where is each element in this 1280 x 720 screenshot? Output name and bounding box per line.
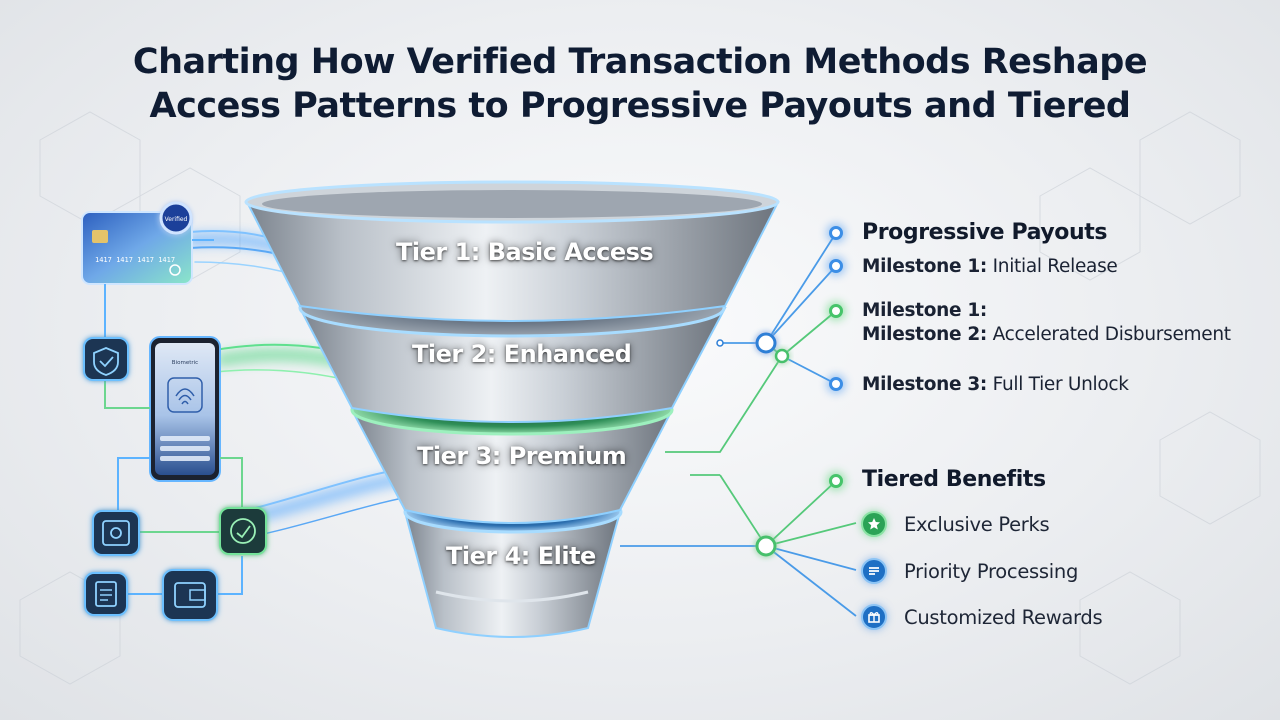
page-title: Charting How Verified Transaction Method…: [0, 40, 1280, 128]
milestone-1b-item: Milestone 1:: [862, 298, 987, 324]
milestone-3-item: Milestone 3: Full Tier Unlock: [862, 372, 1129, 398]
title-line-1: Charting How Verified Transaction Method…: [132, 42, 1148, 82]
payouts-node: [829, 226, 843, 240]
tiered-benefits-heading: Tiered Benefits: [862, 467, 1046, 492]
safe-vault-icon: [92, 510, 140, 556]
milestone-1-text: Initial Release: [987, 256, 1118, 277]
verified-badge-icon: [219, 507, 267, 555]
shield-check-icon: [83, 337, 129, 381]
benefit-exclusive-perks: Exclusive Perks: [904, 513, 1050, 536]
benefit-priority-processing: Priority Processing: [904, 560, 1079, 583]
credit-card: 1417 1417 1417 1417 Verified: [81, 201, 193, 285]
fingerprint-icon: [175, 388, 195, 405]
milestone-1-item: Milestone 1: Initial Release: [862, 254, 1118, 280]
milestone-1-label: Milestone 1:: [862, 256, 988, 277]
milestone-1b-label: Milestone 1:: [862, 300, 988, 321]
phone-header: Biometric: [172, 360, 198, 366]
milestone-3-node: [829, 377, 843, 391]
tier-4-label: Tier 4: Elite: [446, 542, 596, 570]
rewards-icon: [861, 604, 887, 630]
wallet-icon: [162, 569, 218, 621]
tier-1-label: Tier 1: Basic Access: [396, 238, 654, 266]
tier-2-label: Tier 2: Enhanced: [412, 340, 632, 368]
perks-icon: [861, 511, 887, 537]
right-connectors: [620, 232, 857, 617]
card-number: 1417 1417 1417 1417: [95, 256, 175, 264]
milestone-1-node: [829, 259, 843, 273]
tier-1-cone: [244, 180, 780, 322]
milestone-1b-node: [829, 304, 843, 318]
progressive-payouts-heading: Progressive Payouts: [862, 220, 1108, 245]
milestone-2-text: Accelerated Disbursement: [987, 324, 1231, 345]
funnel: [244, 180, 780, 638]
milestone-2-item: Milestone 2: Accelerated Disbursement: [862, 322, 1231, 348]
benefits-node: [829, 474, 843, 488]
background-hex-grid: [19, 111, 1261, 685]
title-line-2: Access Patterns to Progressive Payouts a…: [149, 86, 1131, 126]
card-badge: Verified: [165, 216, 188, 223]
milestone-3-text: Full Tier Unlock: [987, 374, 1129, 395]
milestone-2-label: Milestone 2:: [862, 324, 988, 345]
junction-nodes: [716, 332, 790, 557]
benefit-customized-rewards: Customized Rewards: [904, 606, 1103, 629]
tier-3-label: Tier 3: Premium: [417, 442, 627, 470]
processing-icon: [861, 558, 887, 584]
document-icon: [84, 572, 128, 616]
left-connectors: [104, 239, 243, 595]
milestone-3-label: Milestone 3:: [862, 374, 988, 395]
smartphone: Biometric: [149, 336, 221, 482]
